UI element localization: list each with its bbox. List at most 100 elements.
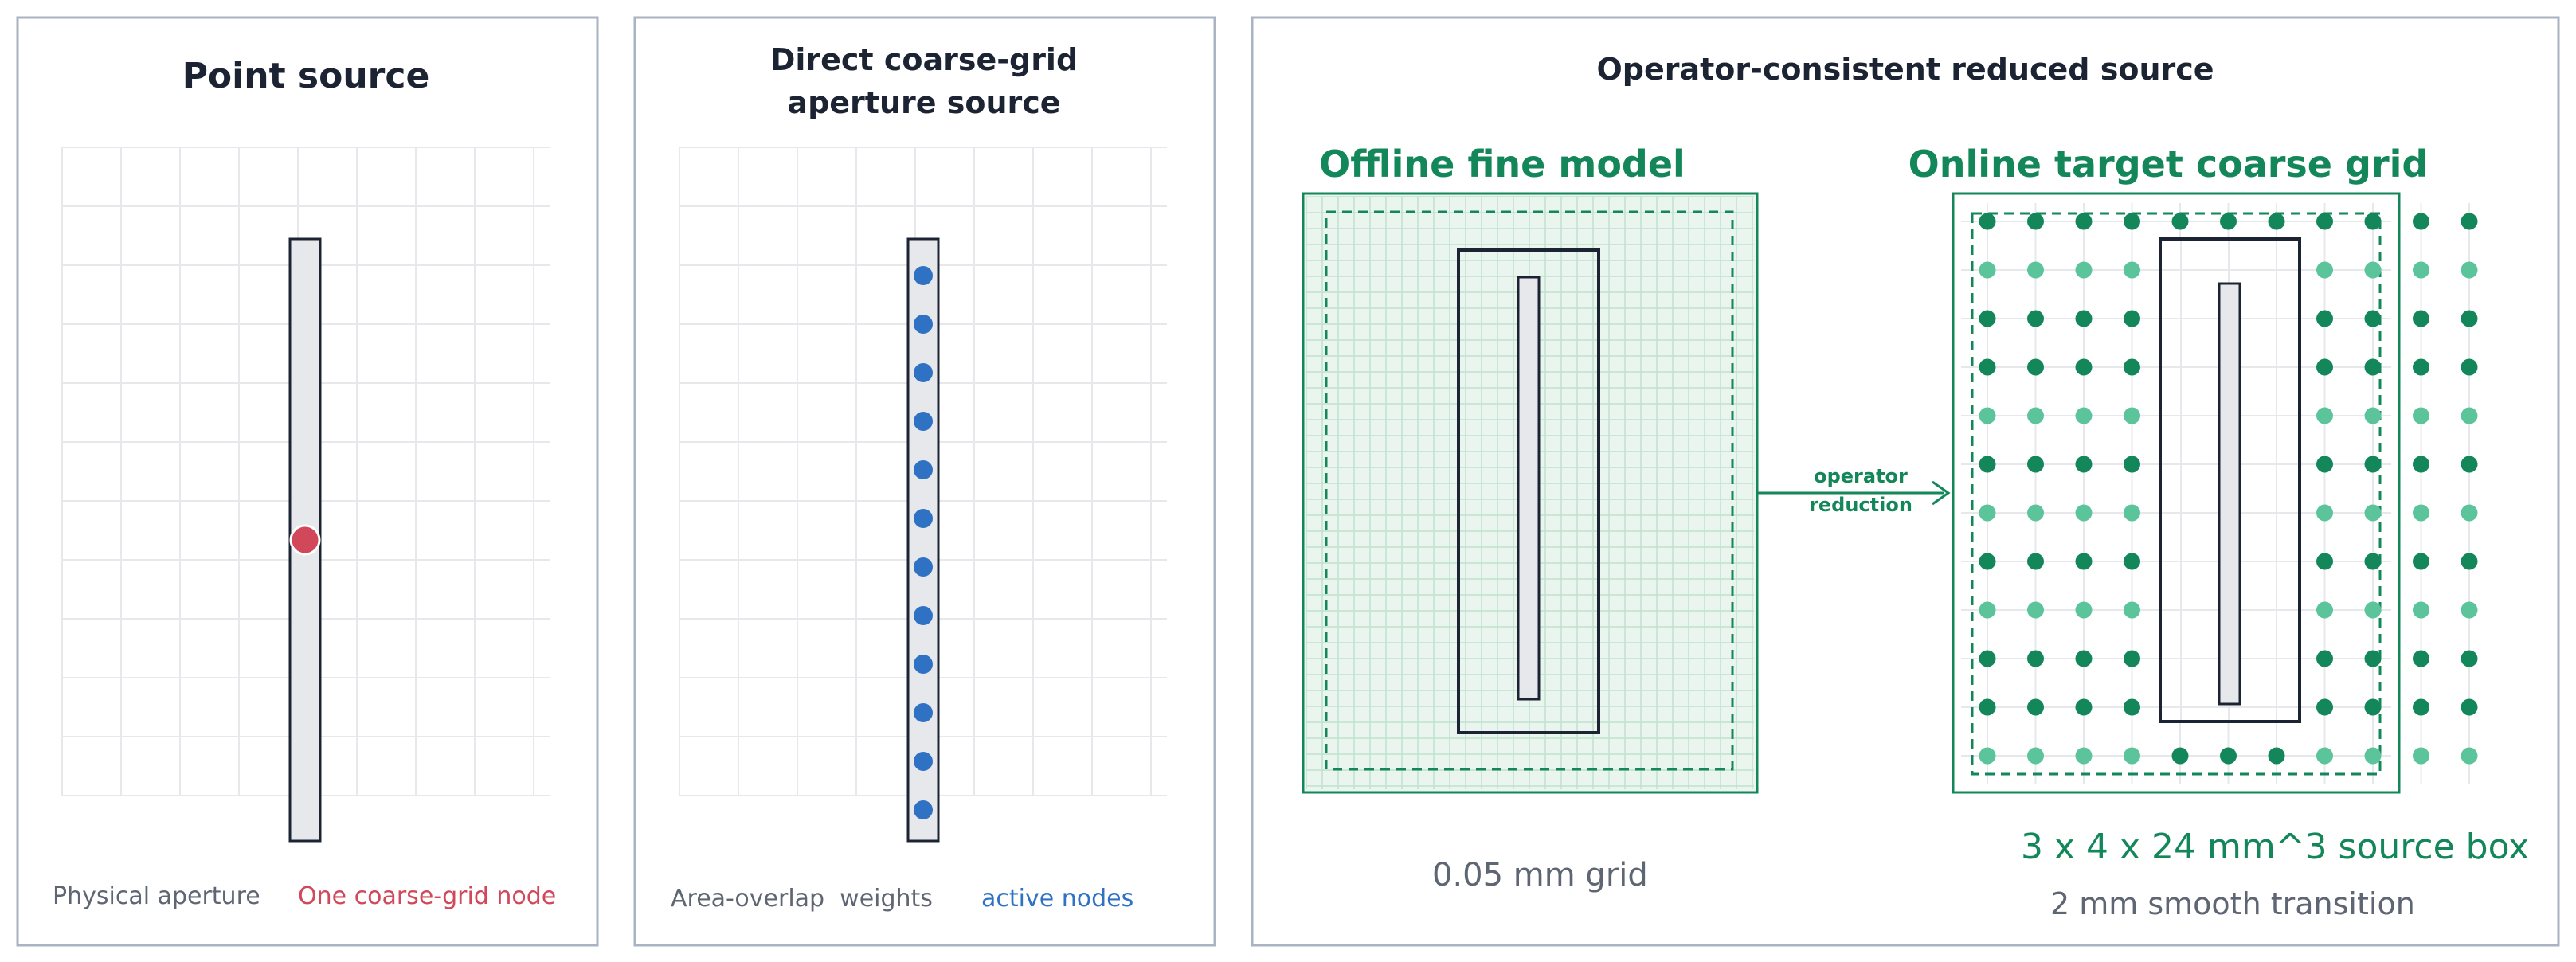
reduced-node <box>2461 650 2478 667</box>
reduced-node <box>2316 698 2333 716</box>
reduced-node <box>1979 650 1996 667</box>
legend-area-overlap-weights: Area-overlap weights <box>671 885 933 913</box>
reduced-node <box>2413 698 2429 716</box>
reduced-node <box>2413 407 2429 424</box>
reduced-node <box>2364 310 2382 327</box>
reduced-node <box>2364 553 2382 570</box>
reduced-node <box>2027 358 2044 376</box>
reduced-node <box>2027 650 2044 667</box>
fine-aperture <box>1517 276 1541 701</box>
reduced-node <box>2124 358 2140 376</box>
reduced-node <box>2461 213 2478 230</box>
legend-active-nodes: active nodes <box>981 885 1133 913</box>
reduced-node <box>2124 698 2140 716</box>
reduced-node <box>2413 261 2429 279</box>
source-box-size-label: 3 x 4 x 24 mm^3 source box <box>2021 827 2529 867</box>
reduced-node <box>2316 747 2333 765</box>
active-node <box>914 606 933 625</box>
reduced-source-nodes <box>1979 213 2478 765</box>
active-node <box>914 655 933 674</box>
reduced-node <box>2316 407 2333 424</box>
legend-physical-aperture: Physical aperture <box>53 882 260 910</box>
panel-operator-consistent: Operator-consistent reduced source Offli… <box>1251 16 2560 947</box>
reduced-node <box>2220 213 2237 230</box>
reduced-node <box>2124 310 2140 327</box>
reduced-node <box>2075 504 2093 522</box>
reduced-node <box>2268 213 2285 230</box>
reduced-node <box>2075 747 2093 765</box>
reduced-node <box>2075 601 2093 619</box>
reduced-node <box>2461 407 2478 424</box>
reduced-node <box>2171 747 2189 765</box>
reduced-node <box>2461 456 2478 473</box>
reduced-node <box>2027 504 2044 522</box>
reduced-node <box>2461 601 2478 619</box>
reduced-node <box>2364 358 2382 376</box>
reduced-node <box>2027 261 2044 279</box>
reduced-node <box>2220 747 2237 765</box>
reduced-node <box>1979 456 1996 473</box>
reduced-node <box>2124 553 2140 570</box>
reduced-node <box>2413 358 2429 376</box>
reduced-node <box>2075 553 2093 570</box>
reduced-node <box>1979 407 1996 424</box>
reduced-node <box>2027 601 2044 619</box>
arrow-head-icon <box>1932 480 1951 506</box>
reduced-node <box>2316 601 2333 619</box>
reduced-node <box>2413 213 2429 230</box>
reduced-node <box>2316 213 2333 230</box>
reduced-node <box>2268 747 2285 765</box>
active-node <box>914 315 933 334</box>
reduced-node <box>2461 261 2478 279</box>
reduced-node <box>2461 698 2478 716</box>
reduced-node <box>2364 456 2382 473</box>
reduced-node <box>2171 213 2189 230</box>
reduced-node <box>2027 553 2044 570</box>
arrow-label-line-2: reduction <box>1809 494 1912 516</box>
reduced-node <box>1979 747 1996 765</box>
active-node <box>914 557 933 577</box>
active-node <box>914 752 933 771</box>
reduced-node <box>2413 601 2429 619</box>
reduced-node <box>2413 553 2429 570</box>
active-node <box>914 509 933 528</box>
active-node <box>914 363 933 382</box>
reduced-node <box>2413 504 2429 522</box>
fine-model-dashed-boundary <box>1325 210 1734 771</box>
reduced-node <box>2027 407 2044 424</box>
reduced-node <box>2124 407 2140 424</box>
reduced-node <box>2027 456 2044 473</box>
reduced-node <box>2461 747 2478 765</box>
reduced-node <box>2075 213 2093 230</box>
active-node <box>914 703 933 722</box>
reduced-node <box>2316 553 2333 570</box>
reduced-node <box>1979 504 1996 522</box>
online-coarse-grid-label: Online target coarse grid <box>1909 143 2429 186</box>
reduced-node <box>1979 553 1996 570</box>
reduced-node <box>2364 407 2382 424</box>
reduced-node <box>2124 456 2140 473</box>
reduced-node <box>2075 698 2093 716</box>
offline-fine-model-label: Offline fine model <box>1319 143 1685 186</box>
reduced-node <box>2075 650 2093 667</box>
reduced-node <box>2461 310 2478 327</box>
reduced-node <box>2075 456 2093 473</box>
legend-coarse-grid-node: One coarse-grid node <box>298 882 556 910</box>
reduced-node <box>2075 407 2093 424</box>
reduced-node <box>2124 747 2140 765</box>
active-node <box>914 266 933 285</box>
reduced-node <box>2461 553 2478 570</box>
reduced-node <box>2124 650 2140 667</box>
reduced-node <box>2461 504 2478 522</box>
panel-title-line-2: aperture source <box>787 85 1060 120</box>
active-node <box>914 412 933 431</box>
reduced-node <box>2124 601 2140 619</box>
reduced-node <box>1979 601 1996 619</box>
reduced-node <box>2316 261 2333 279</box>
reduced-node <box>1979 261 1996 279</box>
reduced-node <box>2075 261 2093 279</box>
reduced-node <box>2027 310 2044 327</box>
smooth-transition-label: 2 mm smooth transition <box>2050 886 2415 921</box>
coarse-aperture <box>2218 282 2241 706</box>
